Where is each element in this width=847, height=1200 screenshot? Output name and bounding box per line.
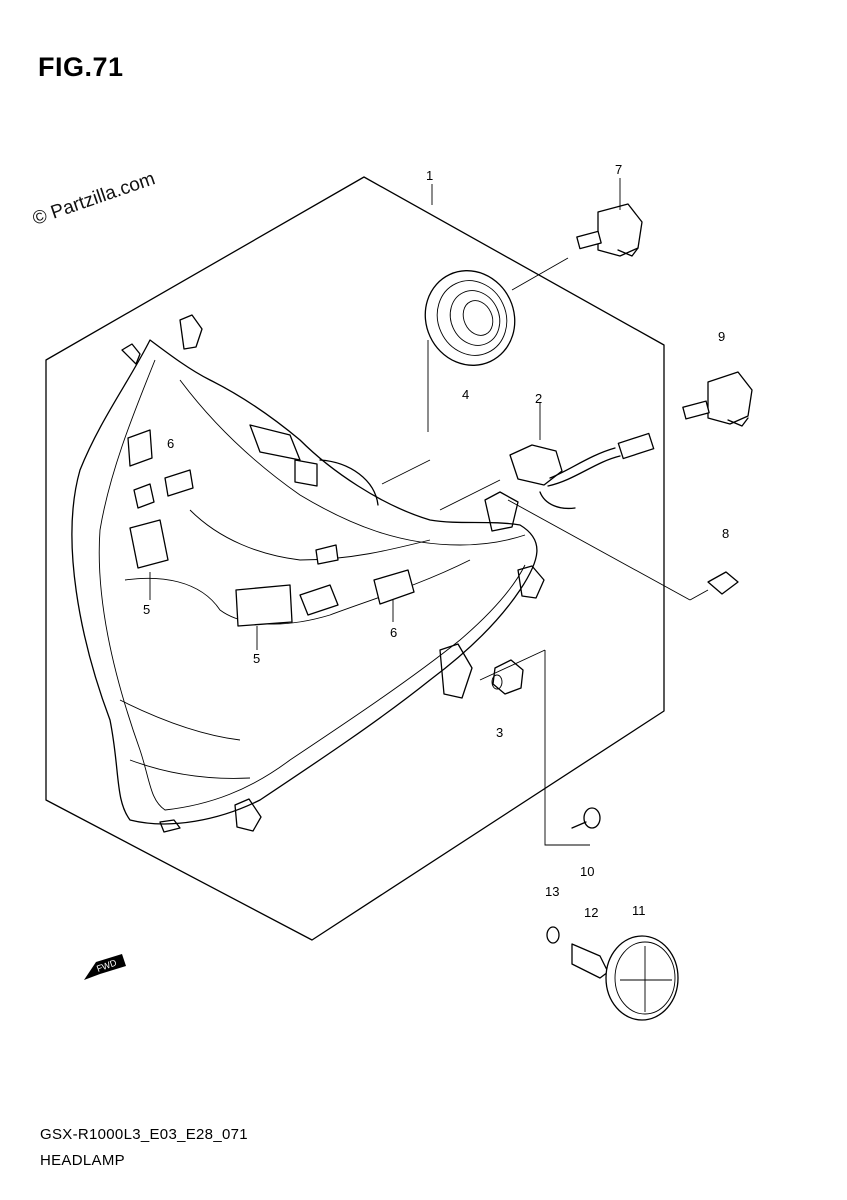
figure-title: FIG.71 [38, 52, 124, 82]
leader-line [439, 479, 501, 511]
callout-label: 2 [535, 391, 542, 406]
bulb-part-7 [576, 203, 643, 257]
lens-lower-band [189, 509, 431, 561]
dust-cover-part [424, 270, 516, 366]
rear-dome [319, 459, 379, 506]
callout-label: 13 [545, 884, 559, 899]
collar-part-12 [571, 943, 609, 979]
cap-part-11 [605, 935, 679, 1021]
rear-connector-box [294, 459, 318, 487]
headlamp-housing [71, 339, 538, 825]
leader-line [511, 257, 569, 291]
lens-vent-window [133, 483, 155, 509]
lens-mid-band [124, 559, 471, 625]
side-mount-bracket [484, 491, 519, 532]
callout-label: 5 [253, 651, 260, 666]
leader-line [381, 459, 431, 485]
lens-vent-window [299, 584, 339, 616]
bulb-part-9 [682, 371, 753, 427]
lens-vent-window [315, 544, 339, 565]
upper-mount-bracket [121, 343, 141, 365]
model-code: GSX-R1000L3_E03_E28_071 [40, 1126, 248, 1143]
callout-label: 7 [615, 162, 622, 177]
position-bulb-part-8 [707, 571, 739, 595]
lens-vent-window [164, 469, 194, 497]
callout-label: 6 [167, 436, 174, 451]
lens-label-sticker [373, 569, 415, 605]
forward-direction-arrow: FWD [84, 954, 126, 980]
screw-part-10 [571, 807, 601, 829]
callout-label: 10 [580, 864, 594, 879]
callout-label: 6 [390, 625, 397, 640]
callout-label: 4 [462, 387, 469, 402]
lens-label-sticker [235, 584, 293, 627]
rear-connector-box [249, 424, 301, 461]
lens-upper-band [179, 379, 526, 546]
socket-wire-part [509, 432, 655, 510]
leader-line [544, 650, 590, 846]
upper-mount-bracket [179, 314, 203, 350]
leader-line [507, 499, 691, 601]
callout-label: 12 [584, 905, 598, 920]
side-mount-bracket [517, 565, 545, 599]
bottom-mount-bracket [159, 819, 181, 833]
lens-label-sticker [127, 429, 153, 467]
lens-rib [129, 759, 251, 779]
callout-label: 3 [496, 725, 503, 740]
callout-label: 9 [718, 329, 725, 344]
lower-mount-bracket [439, 643, 473, 699]
callout-label: 5 [143, 602, 150, 617]
assembly-box-outline [45, 176, 665, 941]
lens-label-sticker [129, 519, 169, 569]
callout-label: 1 [426, 168, 433, 183]
leader-line [479, 649, 546, 681]
lens-inner-contour [98, 359, 526, 811]
grommet-part-3 [491, 659, 524, 695]
section-name: HEADLAMP [40, 1152, 125, 1169]
leader-line [689, 589, 709, 601]
lens-rib [119, 699, 241, 741]
callout-label: 8 [722, 526, 729, 541]
washer-part-13 [546, 926, 560, 944]
bottom-mount-bracket [234, 798, 262, 832]
callout-label: 11 [632, 903, 646, 918]
